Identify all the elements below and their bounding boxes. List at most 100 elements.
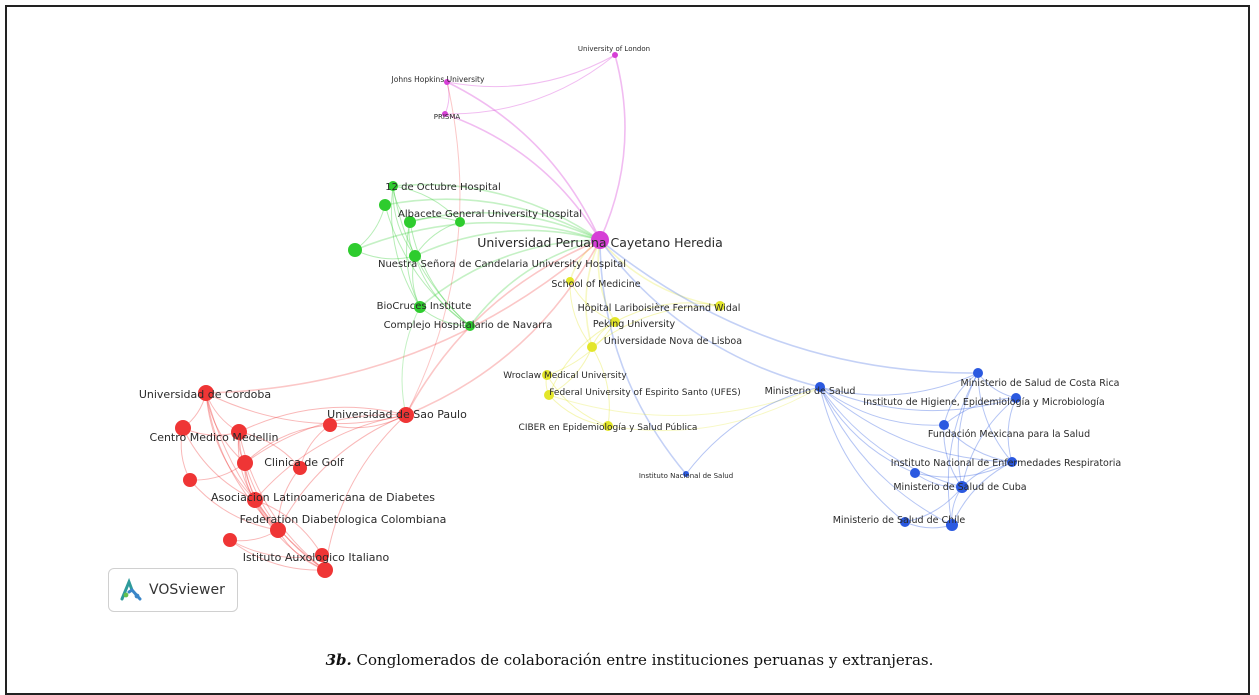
network-link <box>569 280 616 323</box>
node-g3[interactable] <box>455 217 465 227</box>
network-link <box>446 81 601 241</box>
node-label-fmsalud: Fundación Mexicana para la Salud <box>928 429 1090 440</box>
node-golf[interactable] <box>237 455 253 471</box>
network-link <box>546 374 609 427</box>
node-costarica[interactable] <box>973 368 983 378</box>
network-link <box>599 239 721 307</box>
node-label-lariboisiere: Hôpital Lariboisière Fernand Widal <box>578 303 741 314</box>
network-link <box>819 386 953 526</box>
network-link <box>254 414 407 501</box>
node-label-som: School of Medicine <box>551 279 640 290</box>
node-upch[interactable] <box>591 231 609 249</box>
node-jhu[interactable] <box>444 79 450 85</box>
network-link <box>405 239 601 416</box>
network-link <box>819 386 1017 412</box>
network-link <box>819 386 963 488</box>
network-link <box>685 386 821 475</box>
network-link <box>961 397 1017 488</box>
node-prisma[interactable] <box>442 111 448 117</box>
node-r2[interactable] <box>183 473 197 487</box>
node-iner[interactable] <box>1007 457 1017 467</box>
node-cordoba[interactable] <box>198 385 214 401</box>
network-link <box>819 386 945 426</box>
node-medellin[interactable] <box>231 424 247 440</box>
node-g2[interactable] <box>379 199 391 211</box>
node-alad[interactable] <box>247 492 263 508</box>
network-link <box>238 431 279 531</box>
node-albacete[interactable] <box>404 216 416 228</box>
node-fdc[interactable] <box>270 522 286 538</box>
network-link <box>569 280 593 348</box>
node-ins[interactable] <box>683 471 689 477</box>
node-g1[interactable] <box>348 243 362 257</box>
network-link <box>548 321 616 396</box>
network-link <box>914 461 1013 478</box>
network-link <box>406 221 421 308</box>
network-link <box>205 239 601 394</box>
caption-id: 3b. <box>325 651 352 669</box>
node-r1[interactable] <box>175 420 191 436</box>
node-candelaria[interactable] <box>409 250 421 262</box>
network-link <box>354 249 416 260</box>
node-wroclaw[interactable] <box>542 370 552 380</box>
network-link <box>819 372 979 396</box>
node-label-iner: Instituto Nacional de Enfermedades Respi… <box>891 458 1121 469</box>
node-ciber[interactable] <box>603 421 613 431</box>
node-lariboisiere[interactable] <box>715 301 725 311</box>
network-link <box>205 392 407 425</box>
node-biocruces[interactable] <box>414 301 426 313</box>
node-london[interactable] <box>612 52 618 58</box>
network-link <box>409 221 471 327</box>
network-link <box>409 211 601 241</box>
network-link <box>469 239 601 327</box>
network-link <box>947 372 979 526</box>
network-link <box>392 185 471 327</box>
node-fmsalud[interactable] <box>939 420 949 430</box>
node-label-oct12: 12 de Octubre Hospital <box>385 182 501 193</box>
node-label-ufes: Federal University of Espirito Santo (UF… <box>549 388 741 398</box>
node-peking[interactable] <box>610 317 620 327</box>
network-link <box>205 392 326 571</box>
node-label-alad: Asociacion Latinoamericana de Diabetes <box>211 491 435 504</box>
network-link <box>599 239 687 475</box>
node-oct12[interactable] <box>388 181 398 191</box>
network-link <box>591 346 610 427</box>
node-chile[interactable] <box>946 519 958 531</box>
network-link <box>957 372 979 488</box>
network-link <box>254 499 323 556</box>
network-link <box>244 424 331 464</box>
network-link <box>390 185 421 308</box>
vosviewer-logo-text: VOSviewer <box>149 582 225 598</box>
network-link <box>392 183 601 241</box>
network-link <box>546 321 616 376</box>
network-link <box>904 486 963 523</box>
node-b2[interactable] <box>900 517 910 527</box>
node-higiene[interactable] <box>1011 393 1021 403</box>
node-minsa[interactable] <box>815 382 825 392</box>
node-auxo[interactable] <box>317 562 333 578</box>
node-ufes[interactable] <box>544 390 554 400</box>
network-link <box>392 185 461 223</box>
node-som[interactable] <box>566 277 574 285</box>
node-b1[interactable] <box>910 468 920 478</box>
network-link <box>614 302 721 323</box>
network-link <box>951 461 1013 526</box>
node-label-navarra: Complejo Hospitalario de Navarra <box>384 320 553 331</box>
network-link <box>414 229 601 257</box>
node-r4[interactable] <box>315 548 329 562</box>
node-saopaulo[interactable] <box>398 407 414 423</box>
network-link <box>1007 397 1017 463</box>
network-link <box>819 386 906 523</box>
node-r5[interactable] <box>323 418 337 432</box>
node-cuba[interactable] <box>956 481 968 493</box>
node-label-jhu: Johns Hopkins University <box>391 75 485 84</box>
node-r6[interactable] <box>293 461 307 475</box>
network-link <box>182 427 256 501</box>
network-link <box>599 54 626 241</box>
node-lisboa[interactable] <box>587 342 597 352</box>
node-navarra[interactable] <box>465 321 475 331</box>
figure-caption: 3b. Conglomerados de colaboración entre … <box>0 651 1259 669</box>
network-link <box>354 204 386 251</box>
node-r3[interactable] <box>223 533 237 547</box>
